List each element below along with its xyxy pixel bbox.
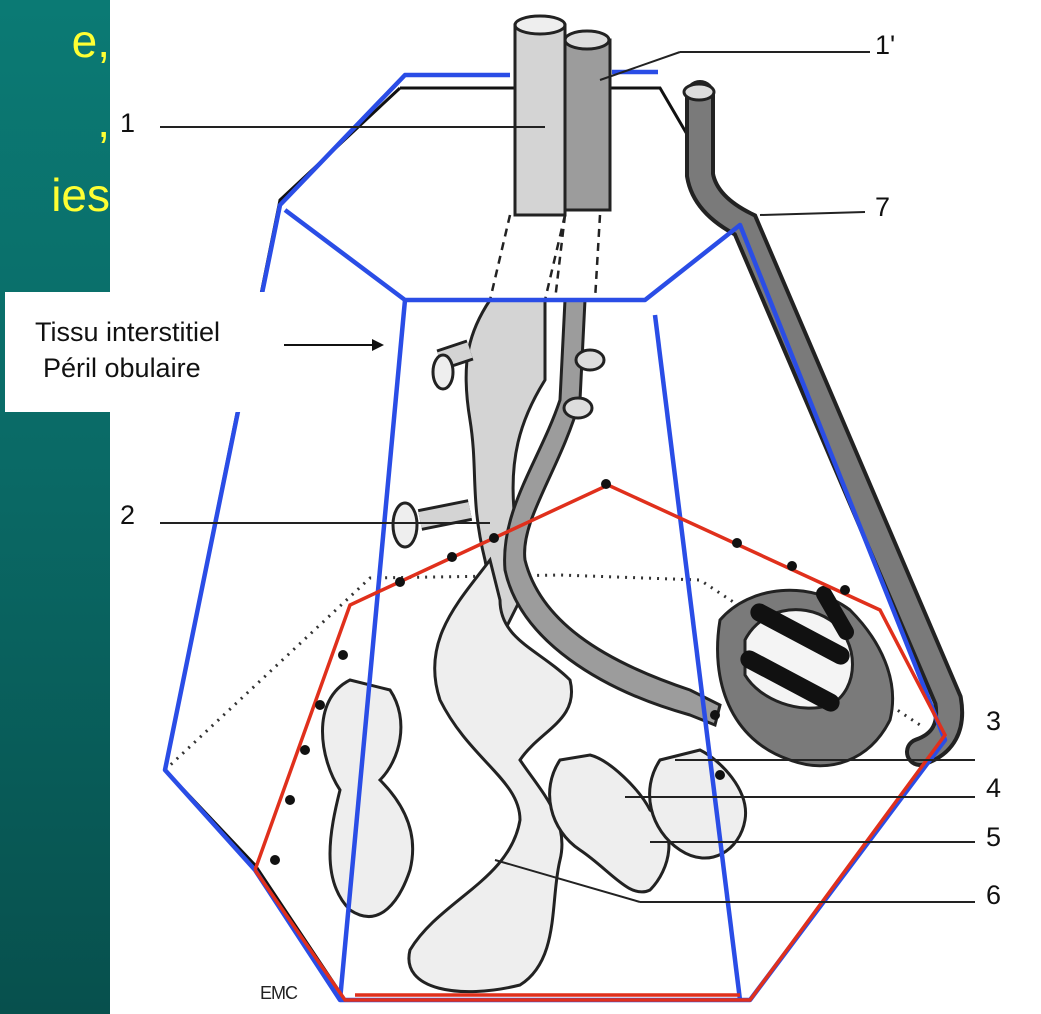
slide-text-line-1: e,	[0, 18, 110, 64]
slide-text-line-3: ies	[0, 172, 110, 218]
lobule-drawing	[110, 0, 1041, 1014]
label-line-1: Tissu interstitiel	[5, 314, 295, 350]
callout-2: 2	[120, 500, 135, 531]
capillary-network	[718, 583, 893, 766]
lobule-diagram: 1 1' 2 3 4 5 6 7 EMC	[110, 0, 1041, 1014]
callout-1: 1	[120, 108, 135, 139]
annotation-label-box: Tissu interstitiel Péril obulaire	[5, 292, 295, 412]
label-arrow	[280, 335, 390, 355]
artery-1prime	[565, 40, 610, 210]
callout-3: 3	[986, 706, 1001, 737]
emc-source-mark: EMC	[260, 983, 297, 1004]
callout-1prime: 1'	[875, 30, 895, 61]
callout-6: 6	[986, 880, 1001, 911]
slide-text-line-2: ,	[0, 98, 110, 144]
callout-7: 7	[875, 192, 890, 223]
bronchus-1	[515, 25, 565, 215]
callout-4: 4	[986, 773, 1001, 804]
label-line-2: Péril obulaire	[5, 350, 295, 386]
callout-5: 5	[986, 822, 1001, 853]
